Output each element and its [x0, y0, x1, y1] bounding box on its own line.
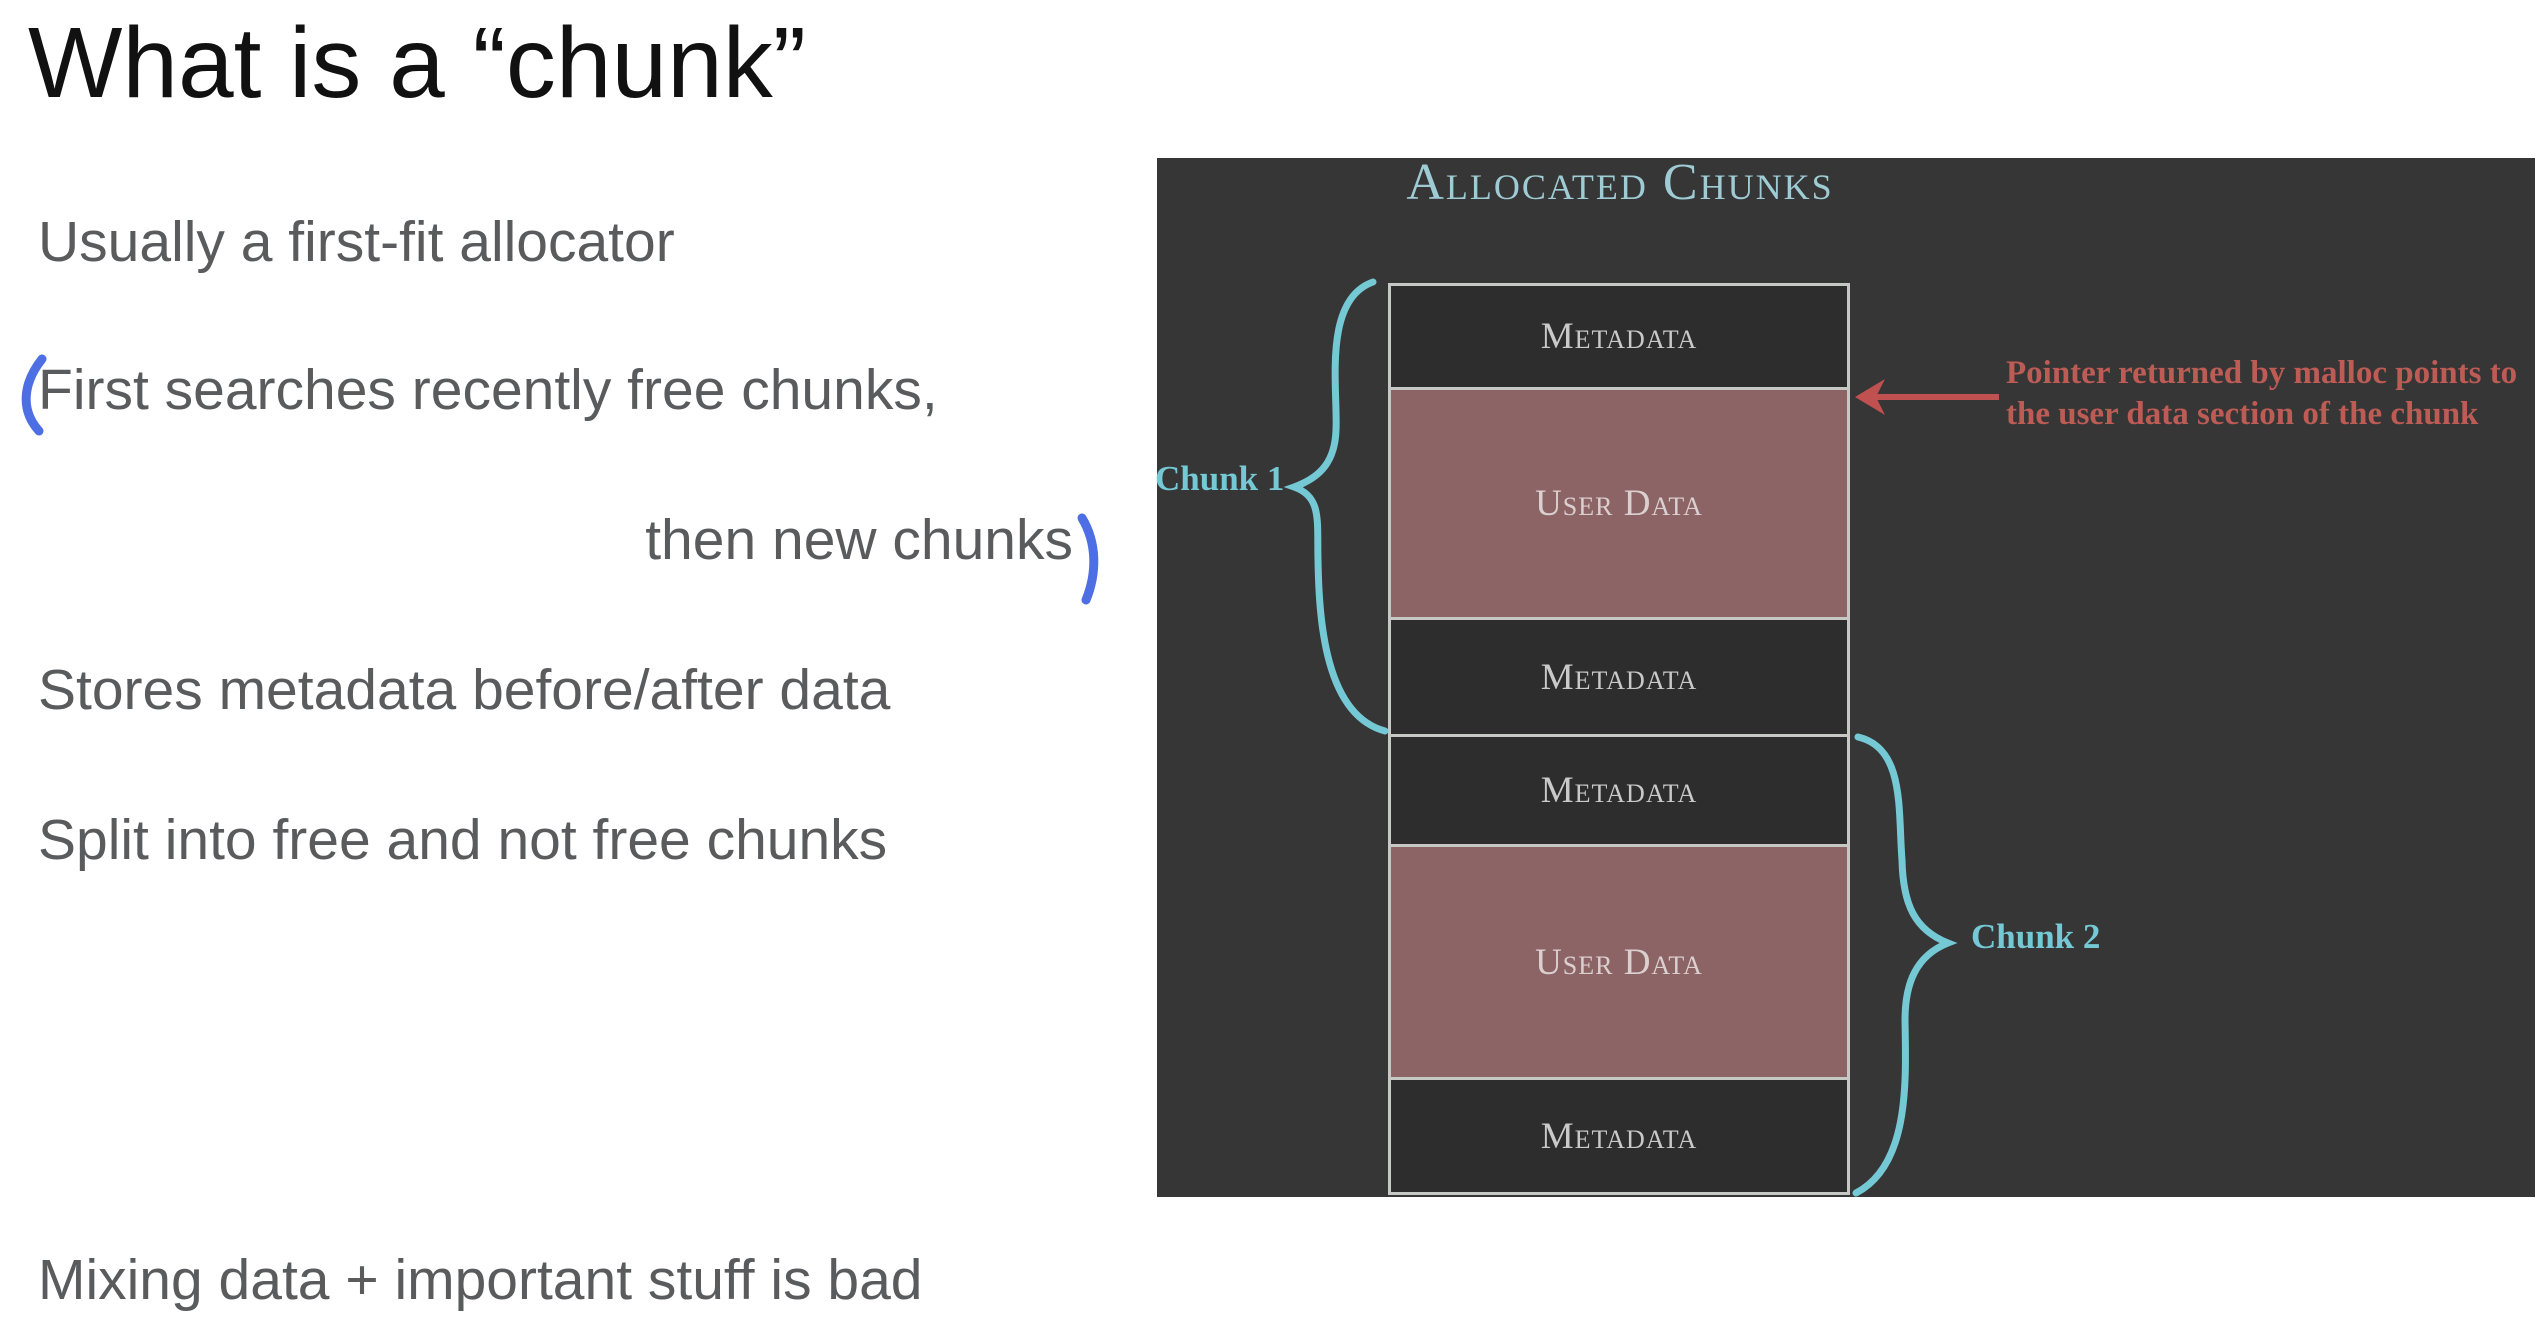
metadata-box-3: Metadata — [1388, 734, 1850, 847]
page-title: What is a “chunk” — [28, 7, 807, 119]
user-data-box-2-label: User Data — [1535, 941, 1703, 983]
metadata-box-4-label: Metadata — [1540, 1115, 1698, 1157]
chunk1-brace-icon — [1283, 278, 1389, 735]
bullet-then-new-chunks: then new chunks — [645, 508, 1073, 572]
close-paren-annotation-icon — [1077, 513, 1099, 605]
bullet-first-searches: First searches recently free chunks, — [38, 358, 938, 422]
malloc-pointer-note: Pointer returned by malloc points to the… — [2006, 353, 2517, 435]
user-data-box-1: User Data — [1388, 387, 1850, 620]
bullet-usually-first-fit: Usually a first-fit allocator — [38, 210, 675, 274]
malloc-pointer-note-line2: the user data section of the chunk — [2006, 396, 2479, 432]
user-data-box-1-label: User Data — [1535, 483, 1703, 524]
chunk1-label: Chunk 1 — [1155, 459, 1285, 498]
bullet-stores-metadata: Stores metadata before/after data — [38, 658, 891, 722]
metadata-box-1-label: Metadata — [1540, 316, 1698, 357]
malloc-pointer-note-line1: Pointer returned by malloc points to — [2006, 355, 2518, 391]
metadata-box-2: Metadata — [1388, 617, 1850, 737]
chunk2-label: Chunk 2 — [1971, 917, 2101, 956]
metadata-box-4: Metadata — [1388, 1077, 1850, 1195]
bullet-mixing-data: Mixing data + important stuff is bad — [38, 1248, 923, 1312]
diagram-title: Allocated Chunks — [1406, 154, 1834, 211]
metadata-box-1: Metadata — [1388, 283, 1850, 390]
user-data-box-2: User Data — [1388, 844, 1850, 1080]
chunk2-brace-icon — [1852, 733, 1958, 1197]
malloc-pointer-arrowhead-icon — [1855, 379, 1885, 415]
allocated-chunks-diagram-image: Allocated Chunks Metadata User Data Meta… — [1155, 154, 2535, 1197]
bullet-split-free: Split into free and not free chunks — [38, 808, 888, 872]
metadata-box-3-label: Metadata — [1540, 770, 1698, 811]
chunk-box-stack: Metadata User Data Metadata Metadata Use… — [1388, 283, 1850, 1195]
metadata-box-2-label: Metadata — [1540, 656, 1698, 698]
